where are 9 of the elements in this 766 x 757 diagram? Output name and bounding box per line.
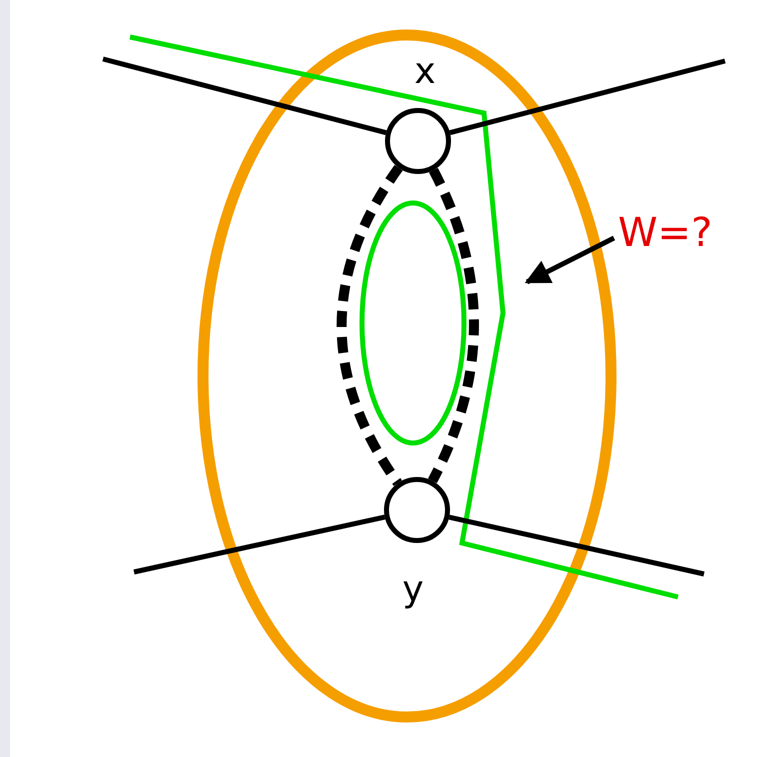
line xyxy=(448,514,705,576)
line xyxy=(102,56,387,136)
vertex-label: x xyxy=(414,54,436,90)
dashed-line xyxy=(336,164,403,486)
vertex-label: y xyxy=(402,572,424,608)
line xyxy=(133,514,386,574)
line xyxy=(449,58,726,136)
dashed-line xyxy=(428,168,479,484)
node-label: W=? xyxy=(618,208,730,258)
